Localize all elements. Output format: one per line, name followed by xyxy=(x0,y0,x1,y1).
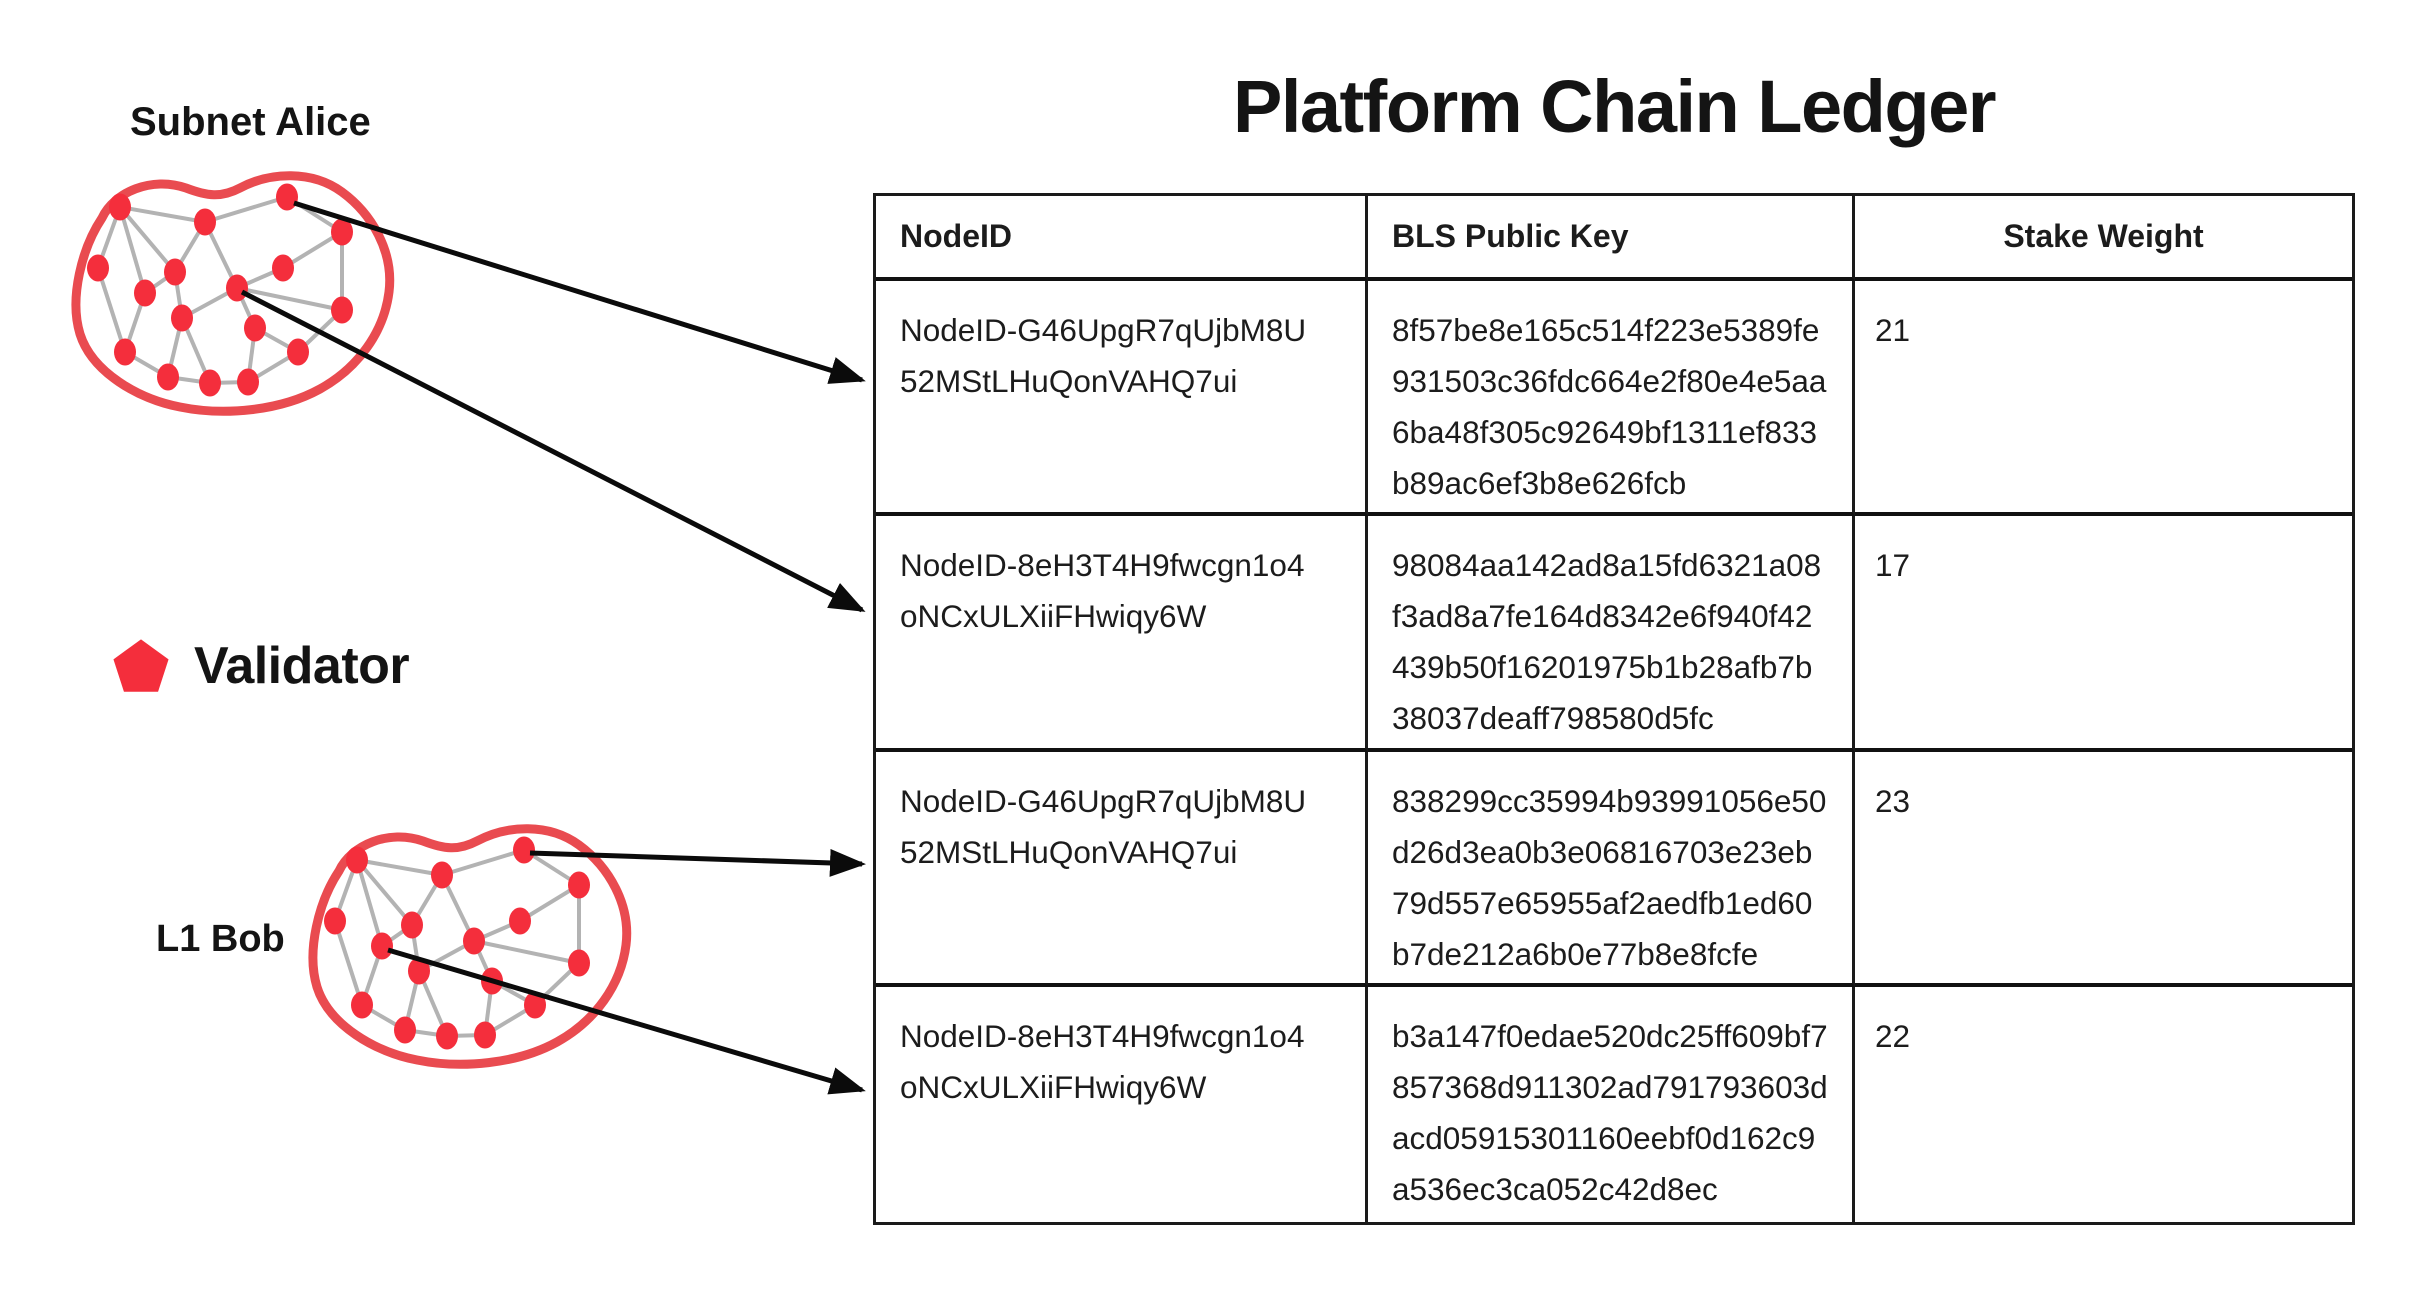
table-cell-bls-public-key: 838299cc35994b93991056e50d26d3ea0b3e0681… xyxy=(1368,751,1855,987)
table-cell-nodeid: NodeID-8eH3T4H9fwcgn1o4oNCxULXiiFHwiqy6W xyxy=(876,516,1368,752)
l1-bob-label: L1 Bob xyxy=(156,918,285,960)
subnet-alice-network xyxy=(71,171,395,416)
validator-node-icon xyxy=(408,957,430,985)
l1-bob-network xyxy=(308,824,632,1069)
table-cell-nodeid: NodeID-G46UpgR7qUjbM8U52MStLHuQonVAHQ7ui xyxy=(876,751,1368,987)
validator-node-icon xyxy=(114,338,136,366)
validator-node-icon xyxy=(276,183,298,211)
mapping-arrow xyxy=(387,947,866,1095)
validator-node-icon xyxy=(226,274,248,302)
network-edge xyxy=(355,858,414,927)
validator-node-icon xyxy=(287,338,309,366)
validator-node-icon xyxy=(244,314,266,342)
validator-node-icon xyxy=(194,208,216,236)
validator-node-icon xyxy=(346,846,368,874)
validator-node-icon xyxy=(463,927,485,955)
column-header-nodeid: NodeID xyxy=(876,196,1368,281)
table-cell-nodeid: NodeID-G46UpgR7qUjbM8U52MStLHuQonVAHQ7ui xyxy=(876,281,1368,517)
validator-node-icon xyxy=(331,218,353,246)
validator-node-icon xyxy=(568,949,590,977)
network-edge xyxy=(356,858,443,877)
pentagon-icon xyxy=(113,639,169,692)
validator-node-icon xyxy=(171,304,193,332)
validator-node-icon xyxy=(436,1022,458,1050)
table-cell-nodeid: NodeID-8eH3T4H9fwcgn1o4oNCxULXiiFHwiqy6W xyxy=(876,986,1368,1222)
validator-legend: Validator xyxy=(112,636,410,696)
validator-node-icon xyxy=(513,836,535,864)
table-cell-bls-public-key: 98084aa142ad8a15fd6321a08f3ad8a7fe164d83… xyxy=(1368,516,1855,752)
validator-node-icon xyxy=(351,991,373,1019)
validator-node-icon xyxy=(199,369,221,397)
validator-node-icon xyxy=(509,907,531,935)
network-edge xyxy=(118,205,177,274)
table-cell-stake-weight: 23 xyxy=(1855,752,2352,987)
validator-node-icon xyxy=(431,861,453,889)
subnet-alice-label: Subnet Alice xyxy=(130,100,371,144)
network-edge xyxy=(473,939,580,965)
table-cell-stake-weight: 22 xyxy=(1875,1017,1911,1054)
network-edge xyxy=(333,920,364,1006)
validator-node-icon xyxy=(371,932,393,960)
table-cell-bls-public-key: b3a147f0edae520dc25ff609bf7857368d911302… xyxy=(1368,986,1855,1222)
subnet-alice-boundary xyxy=(71,171,395,416)
table-cell-bls-public-key: 8f57be8e165c514f223e5389fe931503c36fdc66… xyxy=(1368,281,1855,517)
validator-node-icon xyxy=(157,363,179,391)
validator-node-icon xyxy=(324,907,346,935)
ledger-table: NodeID BLS Public Key Stake Weight NodeI… xyxy=(873,193,2355,1225)
mapping-arrow xyxy=(529,848,866,877)
validator-node-icon xyxy=(524,991,546,1019)
table-cell-stake-weight: 21 xyxy=(1855,281,2352,517)
validator-node-icon xyxy=(109,193,131,221)
mapping-arrow xyxy=(293,200,866,384)
validator-node-icon xyxy=(568,871,590,899)
network-edge xyxy=(441,848,525,877)
mapping-arrow xyxy=(240,289,866,613)
network-edge xyxy=(236,286,343,312)
table-cell-stake-weight: 17 xyxy=(1855,516,2352,752)
validator-node-icon xyxy=(401,911,423,939)
validator-node-icon xyxy=(237,368,259,396)
validator-node-icon xyxy=(134,279,156,307)
l1-bob-boundary xyxy=(308,824,632,1069)
validator-node-icon xyxy=(331,296,353,324)
network-edge xyxy=(204,195,288,224)
page-title: Platform Chain Ledger xyxy=(1232,65,1997,148)
validator-node-icon xyxy=(164,258,186,286)
validator-node-icon xyxy=(272,254,294,282)
network-edge xyxy=(355,859,384,947)
validator-legend-label: Validator xyxy=(194,637,410,695)
validator-node-icon xyxy=(394,1016,416,1044)
validator-node-icon xyxy=(87,254,109,282)
column-header-bls-public-key: BLS Public Key xyxy=(1368,196,1855,281)
column-header-stake-weight: Stake Weight xyxy=(1855,196,2352,281)
network-edge xyxy=(118,206,147,294)
network-edge xyxy=(119,205,206,224)
validator-node-icon xyxy=(474,1021,496,1049)
network-edge xyxy=(96,267,127,353)
